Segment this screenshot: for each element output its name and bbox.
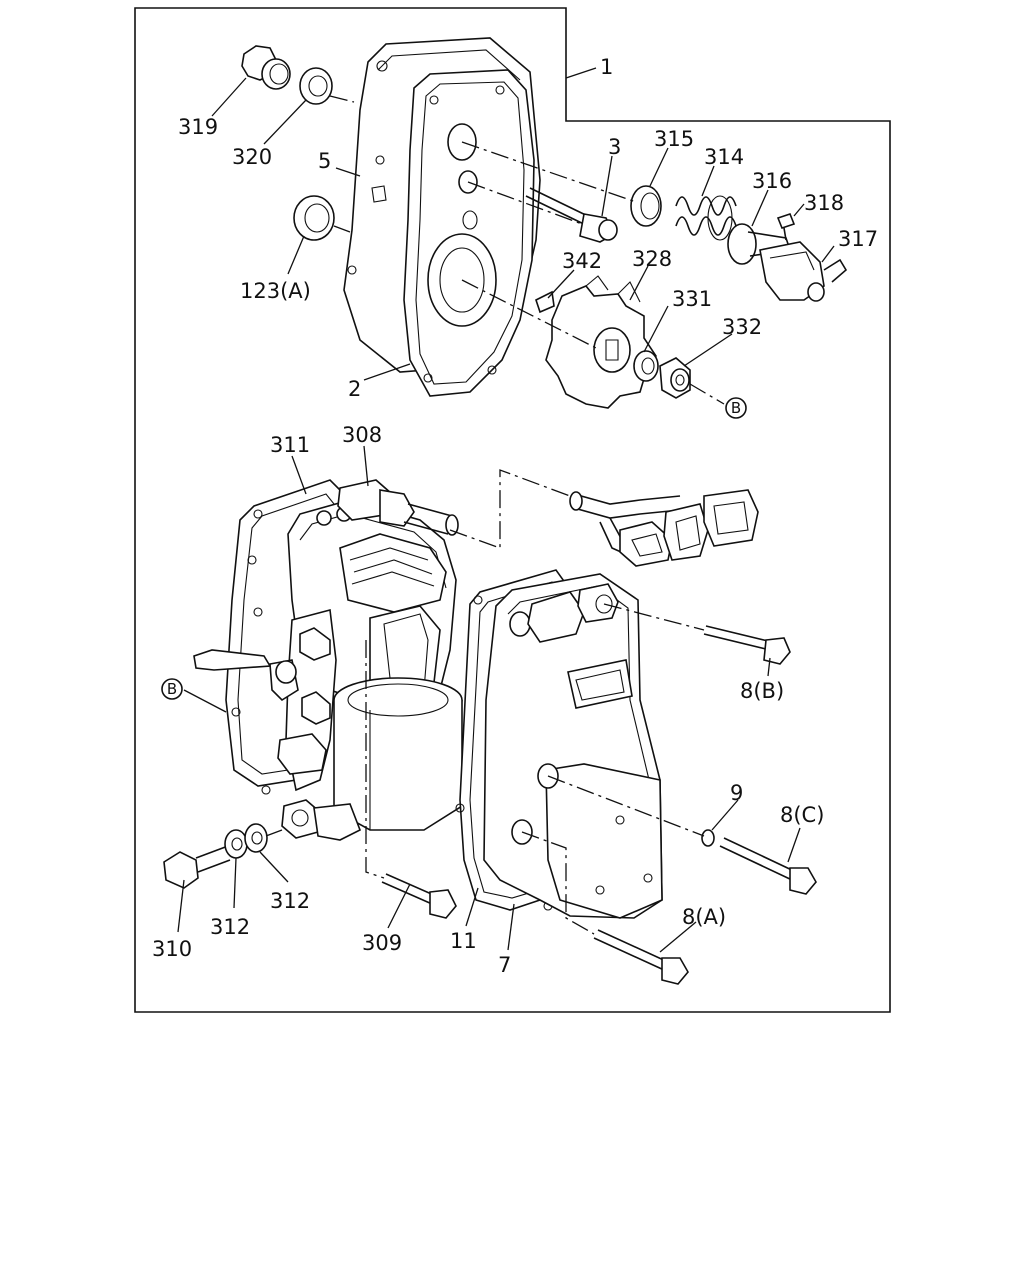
part-3-bolt	[525, 187, 618, 243]
part-8a-bolt	[593, 929, 689, 985]
part-309-bolt	[381, 873, 457, 919]
leader-11	[465, 887, 479, 927]
leader-310	[177, 879, 185, 933]
leader-315	[649, 147, 669, 187]
callout-8a: 8(A)	[682, 905, 726, 929]
callout-8b: 8(B)	[740, 679, 784, 703]
leader-311	[291, 455, 307, 495]
centerline-upper-3	[461, 279, 601, 351]
diagram-frame	[134, 7, 891, 1013]
leader-8c	[787, 827, 801, 863]
centerline-lower-1	[603, 603, 705, 631]
callout-320: 320	[232, 145, 272, 169]
callout-1: 1	[600, 55, 613, 79]
part-312-washers	[224, 823, 268, 859]
part-314-spring	[675, 195, 737, 241]
callout-312-b: 312	[270, 889, 310, 913]
leader-331	[643, 305, 669, 353]
centerline-lower-2	[547, 775, 705, 837]
centerline-upper-4	[689, 383, 725, 405]
leader-319	[211, 77, 247, 117]
leader-312b	[259, 851, 289, 883]
reference-mark-b-left-label: B	[167, 680, 177, 698]
reference-mark-b-top-label: B	[731, 399, 741, 417]
leader-8b	[767, 657, 771, 677]
callout-318: 318	[804, 191, 844, 215]
part-319-plug	[241, 45, 291, 90]
callout-315: 315	[654, 127, 694, 151]
leader-2	[363, 363, 411, 381]
callout-332: 332	[722, 315, 762, 339]
leader-317	[821, 245, 835, 263]
leader-309	[387, 883, 411, 929]
leader-320	[263, 99, 307, 145]
side-bracket	[193, 608, 362, 841]
part-315-bushing	[630, 185, 662, 227]
leader-332	[683, 333, 733, 367]
callout-314: 314	[704, 145, 744, 169]
part-320-washer	[299, 67, 333, 105]
leader-342	[547, 269, 575, 299]
leader-308	[363, 445, 369, 487]
centerline-lower-4	[265, 829, 283, 837]
callout-5: 5	[318, 149, 331, 173]
part-318-screw	[776, 213, 796, 241]
centerline-lower-3	[521, 831, 595, 935]
callout-311: 311	[270, 433, 310, 457]
wire-harness-connector	[569, 489, 759, 567]
callout-9: 9	[730, 781, 743, 805]
callout-312-a: 312	[210, 915, 250, 939]
leader-318	[793, 203, 805, 217]
part-331-washer	[633, 350, 659, 382]
callout-310: 310	[152, 937, 192, 961]
centerline-upper-2	[467, 181, 583, 225]
part-9-washer	[701, 829, 715, 847]
callout-319: 319	[178, 115, 218, 139]
leader-316	[751, 189, 769, 227]
part-317-bracket	[759, 241, 848, 302]
leader-328	[629, 265, 649, 301]
leader-9	[711, 799, 739, 831]
leader-314	[701, 165, 715, 197]
part-308-pipe	[337, 479, 459, 536]
reference-mark-b-left: B	[161, 678, 183, 700]
part-8c-bolt	[719, 837, 817, 895]
callout-7: 7	[498, 953, 511, 977]
callout-331: 331	[672, 287, 712, 311]
leader-5	[335, 167, 361, 177]
callout-342: 342	[562, 249, 602, 273]
part-123a-seal	[293, 195, 335, 241]
leader-8a	[659, 921, 697, 953]
callout-317: 317	[838, 227, 878, 251]
part-2-cover	[403, 69, 535, 397]
part-310-bolt	[163, 845, 231, 889]
callout-8c: 8(C)	[780, 803, 824, 827]
centerline-upper-5	[329, 95, 355, 103]
centerline-lower-5	[365, 640, 385, 879]
part-11-cover	[483, 573, 663, 919]
reference-mark-b-top: B	[725, 397, 747, 419]
callout-308: 308	[342, 423, 382, 447]
callout-309: 309	[362, 931, 402, 955]
callout-328: 328	[632, 247, 672, 271]
solenoid-cylinder	[333, 677, 463, 831]
callout-123a: 123(A)	[240, 279, 311, 303]
part-332-nut	[659, 357, 691, 399]
part-328-gear	[545, 275, 657, 409]
callout-2: 2	[348, 377, 361, 401]
callout-11: 11	[450, 929, 477, 953]
leader-3	[601, 155, 613, 217]
leader-312a	[233, 857, 237, 909]
centerline-upper-6	[333, 225, 351, 233]
leader-123a	[287, 235, 305, 275]
leader-7	[507, 903, 515, 951]
callout-316: 316	[752, 169, 792, 193]
leader-1	[565, 67, 597, 79]
leader-ref-b-left	[183, 689, 227, 713]
harness-link-line	[449, 469, 571, 549]
callout-3: 3	[608, 135, 621, 159]
part-8b-bolt	[703, 625, 791, 665]
